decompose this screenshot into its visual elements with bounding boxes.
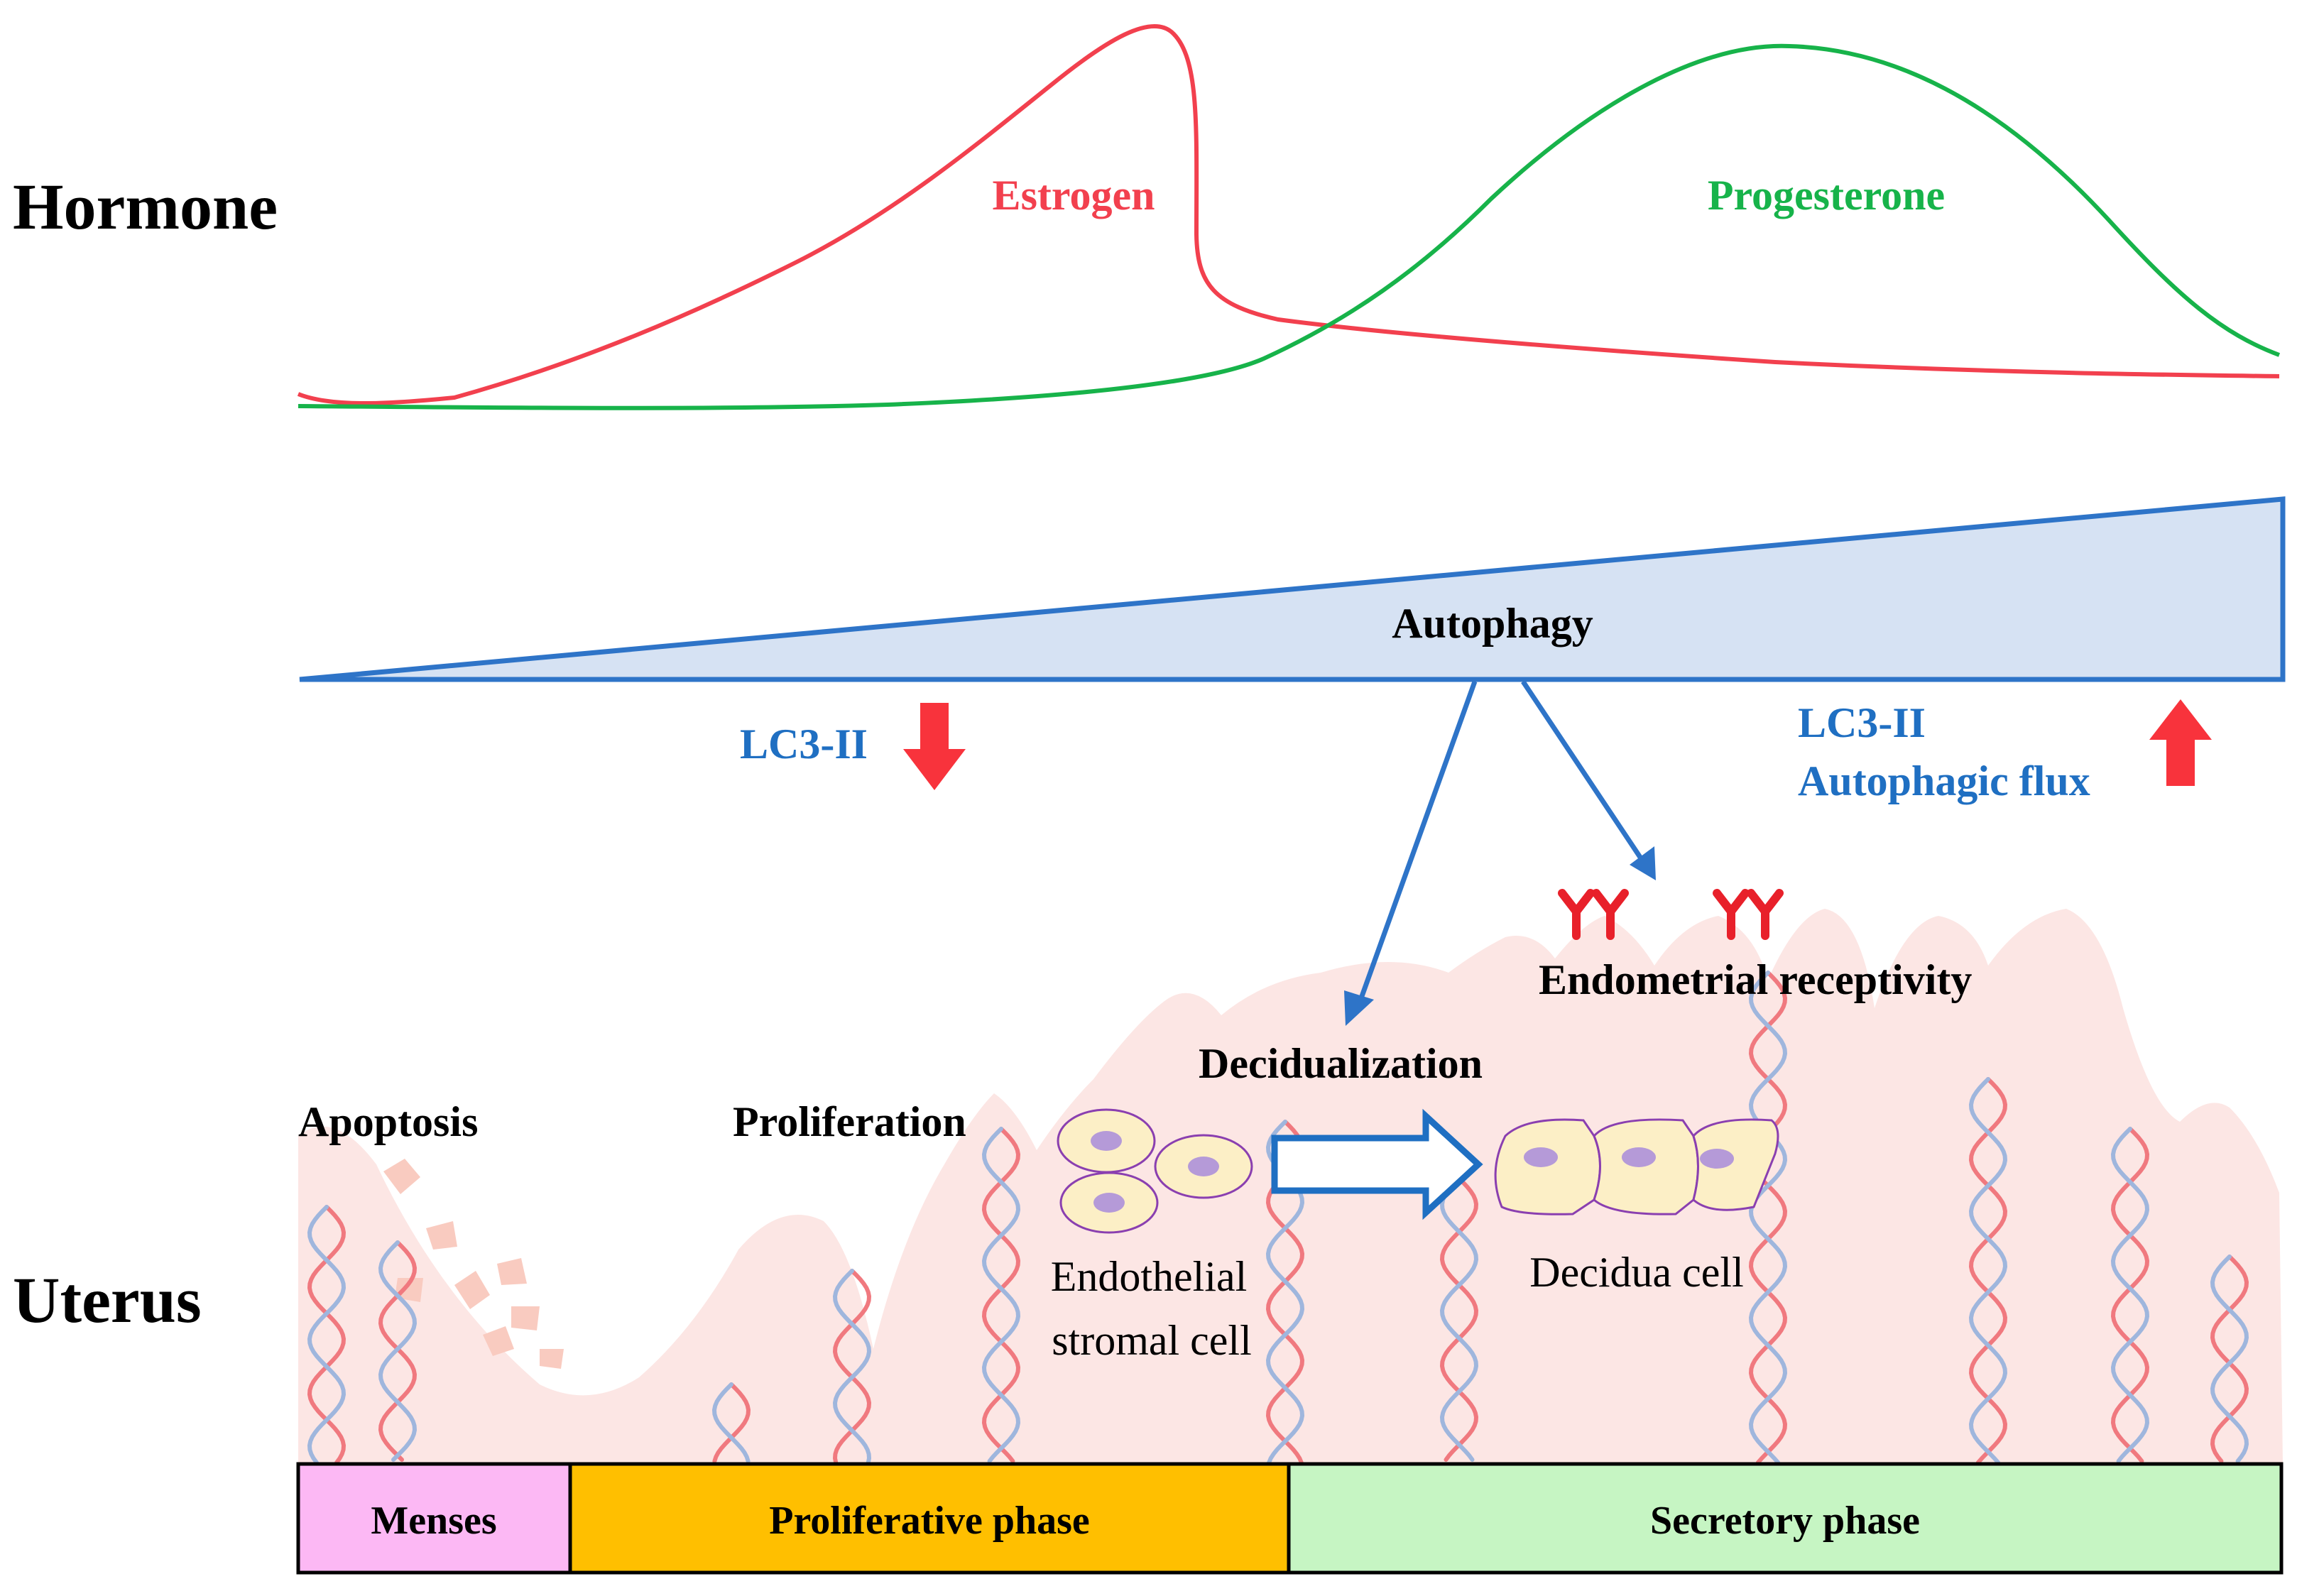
debris-fragment [540, 1349, 564, 1369]
phase-label-menses: Menses [371, 1499, 496, 1543]
stromal-cell-nucleus [1091, 1131, 1122, 1151]
uterus-label: Uterus [13, 1264, 202, 1336]
decidua-cell-nucleus [1622, 1147, 1656, 1167]
blood-vessel-strand [1748, 971, 1788, 1465]
stromal-cell-label: stromal cell [1052, 1317, 1252, 1364]
lc3-ii-left-label: LC3-II [740, 721, 868, 767]
phase-bar: Menses Proliferative phase Secretory pha… [296, 1462, 2284, 1575]
hormone-label: Hormone [13, 170, 278, 243]
estrogen-curve [297, 23, 2280, 406]
autophagy-label: Autophagy [1392, 600, 1593, 647]
hollow-arrow-icon [1271, 1108, 1483, 1220]
phase-label-secretory: Secretory phase [1650, 1499, 1920, 1543]
blood-vessel-strand [832, 1269, 872, 1465]
estrogen-label: Estrogen [993, 172, 1155, 219]
endometrial-receptivity-label: Endometrial receptivity [1539, 956, 1972, 1003]
blood-vessel-strand [2210, 1255, 2249, 1463]
decidua-cell-nucleus [1700, 1149, 1734, 1169]
arrowhead-receptivity [1630, 846, 1656, 880]
receptors [1558, 889, 1784, 940]
decidua-cell-label: Decidua cell [1529, 1249, 1744, 1296]
hormone-curves [297, 23, 2281, 410]
receptor-icon [1592, 889, 1629, 940]
decidua-cell [1692, 1118, 1779, 1211]
blood-vessel-strand [712, 1382, 751, 1463]
stromal-cell-nucleus [1188, 1157, 1219, 1176]
debris-fragment [483, 1326, 514, 1356]
receptor-icon [1713, 889, 1750, 940]
autophagy-wedge [299, 496, 2286, 682]
progesterone-label: Progesterone [1708, 172, 1945, 219]
proliferation-label: Proliferation [733, 1098, 966, 1145]
phase-menses [296, 1462, 572, 1575]
endothelial-label: Endothelial [1051, 1253, 1248, 1300]
arrow-to-receptivity [1521, 680, 1647, 866]
blood-vessel-strand [711, 1382, 751, 1463]
decidua-cell-nucleus [1524, 1147, 1558, 1167]
blood-vessel-strand [1748, 971, 1788, 1465]
stromal-cell-nucleus [1093, 1193, 1125, 1213]
blood-vessel-strand [2110, 1127, 2150, 1463]
decidua-cell [1494, 1118, 1601, 1215]
debris-fragment [383, 1159, 420, 1194]
up-arrow-icon [2149, 699, 2212, 786]
phase-proliferative [568, 1462, 1291, 1575]
phase-label-proliferative: Proliferative phase [769, 1499, 1090, 1543]
apoptosis-label: Apoptosis [298, 1098, 478, 1145]
blood-vessel-strand [378, 1240, 418, 1462]
arrow-to-decidualization [1355, 680, 1478, 1010]
cell-debris [383, 1159, 564, 1369]
progesterone-curve [298, 43, 2281, 410]
decidualization-label: Decidualization [1199, 1040, 1483, 1087]
debris-fragment [497, 1258, 527, 1285]
decidua-cell [1593, 1118, 1699, 1215]
blood-vessel-strand [1439, 1176, 1479, 1462]
blood-vessel-strand [2110, 1127, 2150, 1463]
debris-fragment [426, 1221, 457, 1250]
blood-vessel-strand [378, 1240, 418, 1462]
blood-vessel-strand [1968, 1077, 2008, 1465]
autophagy-arrowheads [1344, 846, 1656, 1026]
phase-secretory [1287, 1462, 2284, 1575]
receptor-icon [1558, 889, 1595, 940]
lc3-ii-right-label: LC3-II [1798, 699, 1926, 746]
debris-fragment [511, 1306, 540, 1330]
decidua-cells [1494, 1118, 1779, 1215]
blood-vessels [307, 971, 2249, 1465]
debris-fragment [454, 1271, 490, 1309]
autophagy-arrows [1355, 680, 1647, 1010]
blood-vessel-strand [2210, 1255, 2249, 1463]
arrowhead-decidualization [1344, 990, 1374, 1026]
blood-vessel-strand [307, 1205, 347, 1465]
debris-fragment [395, 1278, 423, 1302]
blood-vessel-strand [981, 1127, 1021, 1463]
autophagic-flux-label: Autophagic flux [1798, 758, 2090, 804]
endothelial-stromal-cells [1057, 1108, 1253, 1234]
blood-vessel-strand [1439, 1176, 1479, 1462]
receptor-icon [1747, 889, 1784, 940]
blood-vessel-strand [981, 1127, 1021, 1463]
down-arrow-icon [903, 703, 966, 790]
